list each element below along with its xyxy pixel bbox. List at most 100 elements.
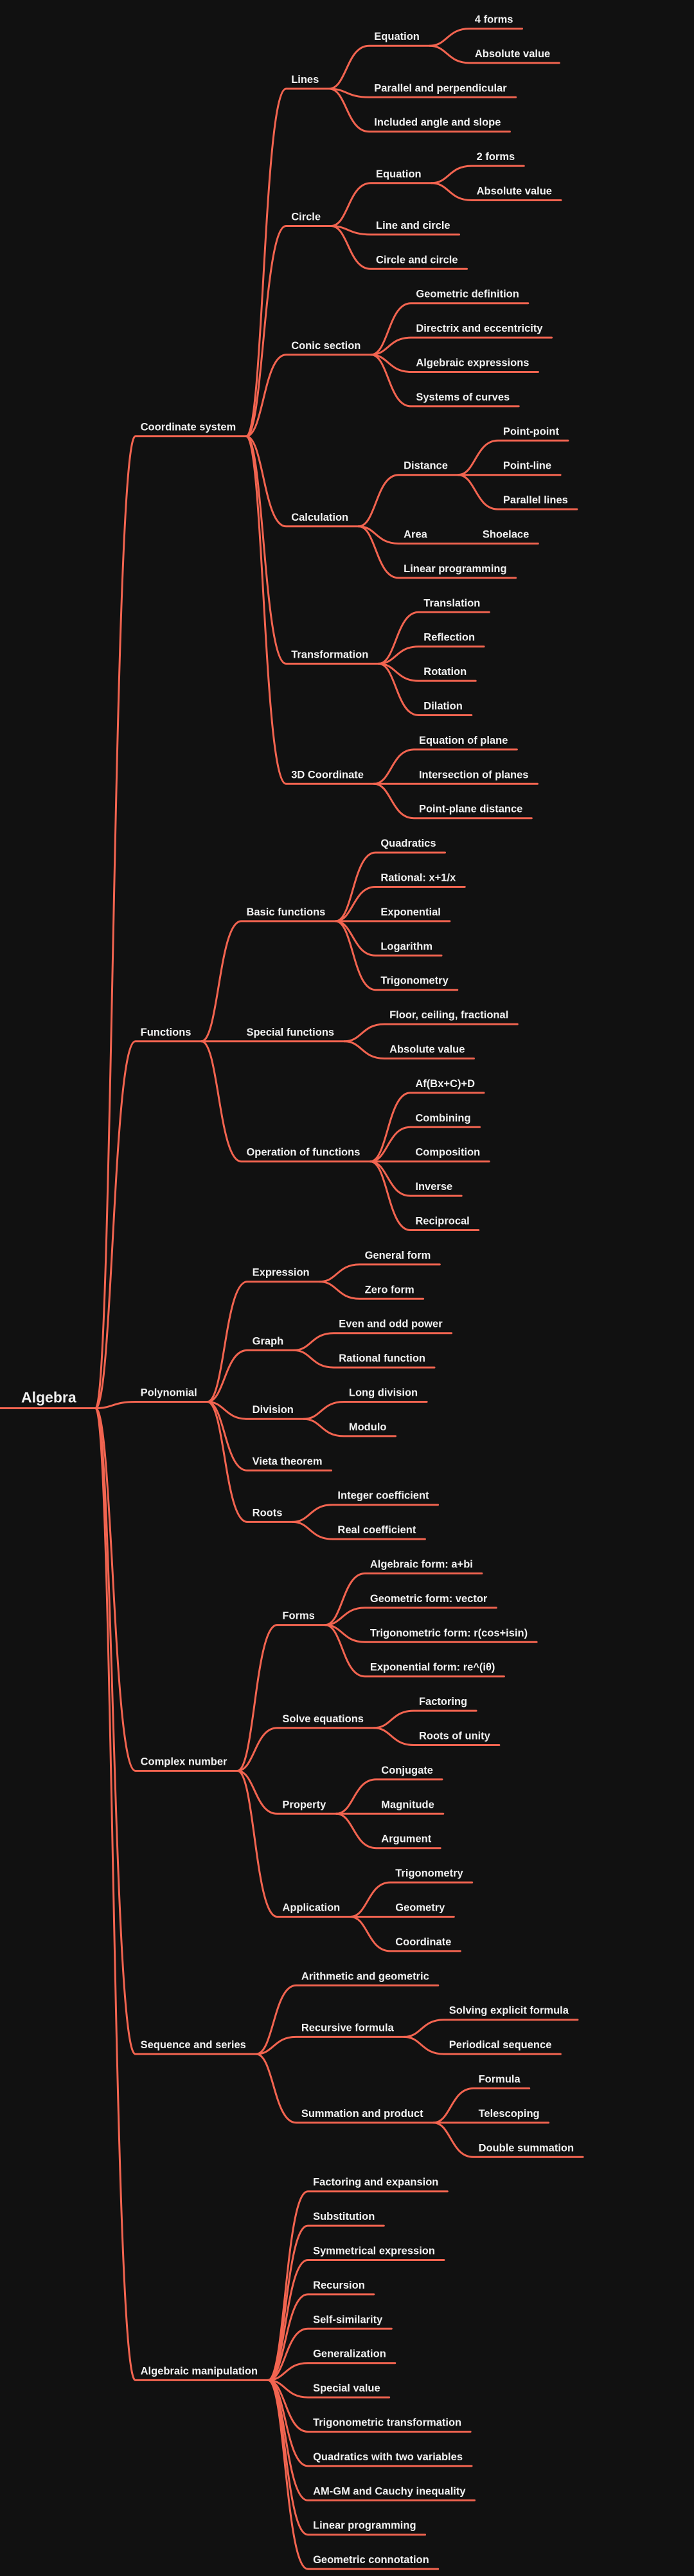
topic-complex-number[interactable]: Complex number bbox=[141, 1756, 227, 1768]
topic-linear-programming[interactable]: Linear programming bbox=[404, 563, 506, 575]
topic-af-bx-c-d[interactable]: Af(Bx+C)+D bbox=[415, 1078, 475, 1090]
topic-floor-ceiling-fractional[interactable]: Floor, ceiling, fractional bbox=[389, 1009, 508, 1021]
topic-absolute-value[interactable]: Absolute value bbox=[389, 1044, 465, 1056]
topic-point-line[interactable]: Point-line bbox=[503, 460, 551, 472]
topic-basic-functions[interactable]: Basic functions bbox=[246, 906, 325, 918]
topic-conic-section[interactable]: Conic section bbox=[291, 340, 360, 352]
topic-linear-programming[interactable]: Linear programming bbox=[313, 2520, 416, 2532]
topic-inverse[interactable]: Inverse bbox=[415, 1181, 452, 1193]
topic-geometric-definition[interactable]: Geometric definition bbox=[416, 289, 519, 300]
topic-shoelace[interactable]: Shoelace bbox=[483, 529, 529, 541]
topic-argument[interactable]: Argument bbox=[381, 1833, 431, 1845]
topic-translation[interactable]: Translation bbox=[423, 597, 480, 609]
topic-self-similarity[interactable]: Self-similarity bbox=[313, 2314, 383, 2325]
topic-modulo[interactable]: Modulo bbox=[349, 1421, 387, 1433]
topic-algebraic-expressions[interactable]: Algebraic expressions bbox=[416, 357, 529, 369]
topic-solving-explicit-formula[interactable]: Solving explicit formula bbox=[449, 2005, 569, 2017]
topic-sequence-and-series[interactable]: Sequence and series bbox=[141, 2039, 246, 2051]
topic-parallel-and-perpendicular[interactable]: Parallel and perpendicular bbox=[374, 82, 507, 94]
topic-roots[interactable]: Roots bbox=[253, 1507, 283, 1518]
topic-coordinate-system[interactable]: Coordinate system bbox=[141, 422, 236, 433]
topic-algebraic-form-a-bi[interactable]: Algebraic form: a+bi bbox=[370, 1559, 473, 1571]
topic-periodical-sequence[interactable]: Periodical sequence bbox=[449, 2039, 552, 2051]
topic-distance[interactable]: Distance bbox=[404, 460, 448, 472]
topic-application[interactable]: Application bbox=[282, 1902, 340, 1914]
topic-included-angle-and-slope[interactable]: Included angle and slope bbox=[374, 117, 501, 129]
topic-rational-x-1-x[interactable]: Rational: x+1/x bbox=[380, 872, 456, 884]
root-topic-label[interactable]: Algebra bbox=[21, 1389, 76, 1406]
topic-special-value[interactable]: Special value bbox=[313, 2382, 380, 2394]
topic-graph[interactable]: Graph bbox=[253, 1335, 284, 1347]
topic-2-forms[interactable]: 2 forms bbox=[477, 151, 515, 163]
topic-telescoping[interactable]: Telescoping bbox=[479, 2108, 540, 2120]
topic-operation-of-functions[interactable]: Operation of functions bbox=[246, 1147, 360, 1158]
topic-transformation[interactable]: Transformation bbox=[291, 649, 368, 660]
topic-recursive-formula[interactable]: Recursive formula bbox=[301, 2022, 395, 2033]
topic-substitution[interactable]: Substitution bbox=[313, 2211, 375, 2222]
topic-symmetrical-expression[interactable]: Symmetrical expression bbox=[313, 2246, 435, 2257]
topic-functions[interactable]: Functions bbox=[141, 1027, 191, 1038]
topic-integer-coefficient[interactable]: Integer coefficient bbox=[337, 1490, 429, 1502]
topic-rotation[interactable]: Rotation bbox=[423, 666, 467, 678]
topic-circle[interactable]: Circle bbox=[291, 212, 321, 223]
topic-combining[interactable]: Combining bbox=[415, 1112, 470, 1124]
topic-line-and-circle[interactable]: Line and circle bbox=[376, 220, 450, 231]
topic-exponential[interactable]: Exponential bbox=[380, 906, 441, 918]
topic-circle-and-circle[interactable]: Circle and circle bbox=[376, 254, 458, 266]
topic-geometry[interactable]: Geometry bbox=[395, 1902, 445, 1914]
topic-expression[interactable]: Expression bbox=[253, 1267, 310, 1279]
topic-arithmetic-and-geometric[interactable]: Arithmetic and geometric bbox=[301, 1970, 429, 1982]
topic-zero-form[interactable]: Zero form bbox=[365, 1284, 414, 1295]
topic-division[interactable]: Division bbox=[253, 1404, 294, 1416]
topic-roots-of-unity[interactable]: Roots of unity bbox=[419, 1731, 491, 1742]
topic-equation[interactable]: Equation bbox=[376, 168, 422, 180]
topic-trigonometry[interactable]: Trigonometry bbox=[380, 975, 449, 987]
topic-lines[interactable]: Lines bbox=[291, 74, 319, 86]
topic-formula[interactable]: Formula bbox=[479, 2074, 521, 2085]
topic-3d-coordinate[interactable]: 3D Coordinate bbox=[291, 769, 364, 780]
topic-geometric-form-vector[interactable]: Geometric form: vector bbox=[370, 1593, 488, 1605]
topic-point-plane-distance[interactable]: Point-plane distance bbox=[419, 804, 522, 815]
topic-trigonometry[interactable]: Trigonometry bbox=[395, 1868, 463, 1879]
topic-forms[interactable]: Forms bbox=[282, 1610, 314, 1622]
topic-logarithm[interactable]: Logarithm bbox=[380, 941, 432, 952]
topic-long-division[interactable]: Long division bbox=[349, 1387, 418, 1399]
topic-intersection-of-planes[interactable]: Intersection of planes bbox=[419, 769, 529, 780]
topic-general-form[interactable]: General form bbox=[365, 1250, 431, 1261]
topic-equation-of-plane[interactable]: Equation of plane bbox=[419, 735, 508, 746]
topic-point-point[interactable]: Point-point bbox=[503, 426, 560, 437]
topic-quadratics-with-two-variables[interactable]: Quadratics with two variables bbox=[313, 2451, 463, 2463]
topic-am-gm-and-cauchy-inequality[interactable]: AM-GM and Cauchy inequality bbox=[313, 2485, 466, 2497]
topic-directrix-and-eccentricity[interactable]: Directrix and eccentricity bbox=[416, 323, 543, 334]
topic-real-coefficient[interactable]: Real coefficient bbox=[337, 1524, 416, 1536]
topic-area[interactable]: Area bbox=[404, 529, 428, 541]
topic-even-and-odd-power[interactable]: Even and odd power bbox=[339, 1319, 443, 1330]
topic-geometric-connotation[interactable]: Geometric connotation bbox=[313, 2554, 429, 2566]
topic-trigonometric-form-r-cos-isin[interactable]: Trigonometric form: r(cos+isin) bbox=[370, 1627, 528, 1639]
topic-summation-and-product[interactable]: Summation and product bbox=[301, 2108, 423, 2120]
topic-factoring[interactable]: Factoring bbox=[419, 1696, 467, 1707]
topic-trigonometric-transformation[interactable]: Trigonometric transformation bbox=[313, 2417, 461, 2429]
topic-equation[interactable]: Equation bbox=[374, 31, 420, 42]
topic-reflection[interactable]: Reflection bbox=[423, 632, 475, 644]
topic-systems-of-curves[interactable]: Systems of curves bbox=[416, 392, 510, 403]
topic-exponential-form-re-i[interactable]: Exponential form: re^(iθ) bbox=[370, 1662, 495, 1673]
topic-absolute-value[interactable]: Absolute value bbox=[477, 186, 552, 197]
topic-absolute-value[interactable]: Absolute value bbox=[475, 48, 550, 60]
topic-calculation[interactable]: Calculation bbox=[291, 512, 348, 523]
topic-recursion[interactable]: Recursion bbox=[313, 2280, 365, 2291]
topic-property[interactable]: Property bbox=[282, 1799, 326, 1810]
topic-reciprocal[interactable]: Reciprocal bbox=[415, 1216, 469, 1227]
topic-composition[interactable]: Composition bbox=[415, 1147, 480, 1158]
topic-magnitude[interactable]: Magnitude bbox=[381, 1799, 434, 1810]
topic-polynomial[interactable]: Polynomial bbox=[141, 1387, 197, 1399]
topic-algebraic-manipulation[interactable]: Algebraic manipulation bbox=[141, 2365, 258, 2377]
topic-4-forms[interactable]: 4 forms bbox=[475, 14, 513, 26]
topic-solve-equations[interactable]: Solve equations bbox=[282, 1713, 364, 1725]
topic-double-summation[interactable]: Double summation bbox=[479, 2142, 574, 2154]
topic-dilation[interactable]: Dilation bbox=[423, 701, 463, 712]
topic-factoring-and-expansion[interactable]: Factoring and expansion bbox=[313, 2177, 438, 2188]
topic-parallel-lines[interactable]: Parallel lines bbox=[503, 494, 568, 506]
topic-generalization[interactable]: Generalization bbox=[313, 2348, 386, 2360]
topic-special-functions[interactable]: Special functions bbox=[246, 1027, 334, 1038]
